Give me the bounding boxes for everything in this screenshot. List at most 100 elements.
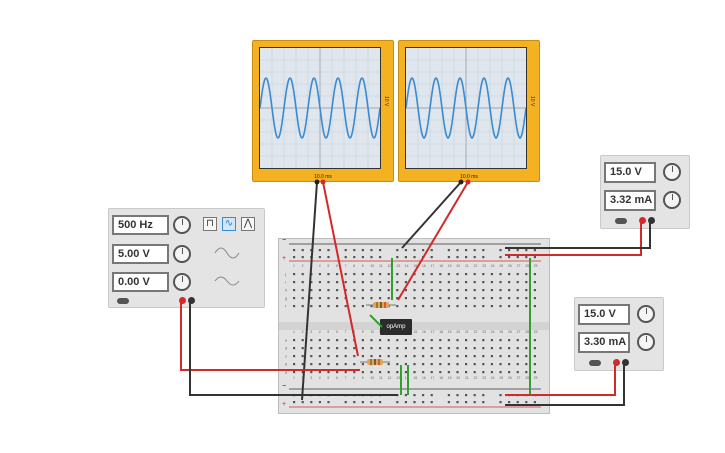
function-generator-negative-terminal[interactable] [188, 297, 195, 304]
column-number: 19 [448, 330, 452, 334]
oscilloscope-2-time-label: 10.0 ms [460, 174, 478, 180]
column-number: 22 [474, 376, 478, 380]
power-supply-1[interactable]: 15.0 V 3.32 mA [600, 155, 690, 229]
column-number: 29 [534, 264, 538, 268]
power-supply-1-current-knob[interactable] [663, 191, 681, 209]
rail-minus-label-bottom: − [282, 383, 287, 390]
column-number: 11 [379, 376, 383, 380]
column-number: 17 [431, 330, 435, 334]
dc-offset-display: 0.00 V [112, 272, 169, 292]
power-supply-1-negative-terminal[interactable] [648, 217, 655, 224]
power-supply-2[interactable]: 15.0 V 3.30 mA [574, 297, 664, 371]
scope-1-ground-wire [301, 181, 318, 401]
square-wave-button[interactable]: ⊓ [203, 217, 217, 231]
column-number: 17 [431, 376, 435, 380]
triangle-wave-button[interactable]: ⋀ [241, 217, 255, 231]
power-supply-2-current-knob[interactable] [637, 333, 655, 351]
column-number: 15 [413, 330, 417, 334]
power-supply-1-current-display: 3.32 mA [604, 190, 656, 211]
column-number: 21 [465, 376, 469, 380]
function-generator-power-switch[interactable] [117, 298, 129, 304]
column-number: 6 [336, 376, 338, 380]
column-number: 14 [405, 376, 409, 380]
column-number: 14 [405, 264, 409, 268]
amplitude-wave-icon [214, 247, 240, 259]
frequency-knob[interactable] [173, 216, 191, 234]
oscilloscope-2-screen [405, 47, 527, 169]
rail-plus-label-bottom: + [282, 401, 287, 408]
column-number: 19 [448, 376, 452, 380]
power-supply-2-negative-terminal[interactable] [622, 359, 629, 366]
frequency-display: 500 Hz [112, 215, 169, 235]
column-number: 9 [362, 376, 364, 380]
column-number: 26 [508, 330, 512, 334]
column-number: 9 [362, 264, 364, 268]
oscilloscope-1-time-label: 10.0 ms [314, 174, 332, 180]
function-generator-positive-terminal[interactable] [179, 297, 186, 304]
column-number: 27 [517, 264, 521, 268]
column-number: 29 [534, 330, 538, 334]
amplitude-knob[interactable] [173, 245, 191, 263]
column-number: 12 [388, 264, 392, 268]
column-number: 3 [310, 376, 312, 380]
row-letter: c [285, 354, 287, 359]
resistor-2 [360, 359, 390, 365]
oscilloscope-2-trace [405, 48, 527, 168]
column-number: 24 [491, 264, 495, 268]
column-number: 10 [370, 330, 374, 334]
breadboard[interactable]: 1112223334445556667778889991010101111111… [278, 237, 550, 414]
power-supply-1-positive-terminal[interactable] [639, 217, 646, 224]
power-supply-2-current-display: 3.30 mA [578, 332, 630, 353]
power-supply-2-positive-terminal[interactable] [613, 359, 620, 366]
column-number: 21 [465, 264, 469, 268]
row-letter: d [285, 346, 287, 351]
column-number: 23 [482, 376, 486, 380]
column-number: 21 [465, 330, 469, 334]
column-number: 3 [310, 330, 312, 334]
column-number: 18 [439, 264, 443, 268]
column-number: 16 [422, 376, 426, 380]
offset-wave-icon [214, 276, 240, 286]
column-number: 2 [302, 264, 304, 268]
column-number: 7 [345, 330, 347, 334]
column-number: 25 [499, 264, 503, 268]
column-number: 4 [319, 264, 321, 268]
column-number: 28 [525, 264, 529, 268]
column-number: 13 [396, 376, 400, 380]
column-number: 6 [336, 264, 338, 268]
function-generator[interactable]: 500 Hz 5.00 V 0.00 V ⊓ ∿ ⋀ [108, 208, 265, 308]
column-number: 9 [362, 330, 364, 334]
scope-2-ground-wire [401, 181, 462, 249]
power-supply-1-positive-wire [505, 220, 642, 256]
oscilloscope-1-screen [259, 47, 381, 169]
column-number: 26 [508, 264, 512, 268]
column-number: 2 [302, 330, 304, 334]
power-supply-2-voltage-knob[interactable] [637, 305, 655, 323]
column-number: 4 [319, 330, 321, 334]
oscilloscope-2[interactable]: 10 V 10.0 ms [398, 40, 540, 182]
sine-wave-button[interactable]: ∿ [222, 217, 236, 231]
column-number: 5 [327, 330, 329, 334]
column-number: 8 [353, 376, 355, 380]
row-letter: j [284, 272, 286, 277]
function-generator-signal-wire [180, 300, 360, 371]
power-supply-1-voltage-knob[interactable] [663, 163, 681, 181]
power-supply-2-power-switch[interactable] [589, 360, 601, 366]
column-number: 28 [525, 376, 529, 380]
power-supply-1-power-switch[interactable] [615, 218, 627, 224]
row-letter: a [285, 370, 288, 375]
oscilloscope-1[interactable]: 10 V 10.0 ms [252, 40, 394, 182]
dc-offset-knob[interactable] [173, 273, 191, 291]
column-number: 23 [482, 330, 486, 334]
resistor-1 [366, 302, 396, 308]
column-number: 8 [353, 330, 355, 334]
row-letter: g [285, 296, 287, 301]
scope-1-probe-wire [322, 181, 359, 357]
function-generator-ground-wire [189, 300, 398, 396]
column-number: 18 [439, 330, 443, 334]
opamp-chip[interactable]: opAmp [380, 319, 412, 335]
column-number: 10 [370, 264, 374, 268]
power-supply-2-positive-wire [505, 362, 616, 396]
column-number: 7 [345, 264, 347, 268]
row-letter: f [285, 304, 287, 309]
